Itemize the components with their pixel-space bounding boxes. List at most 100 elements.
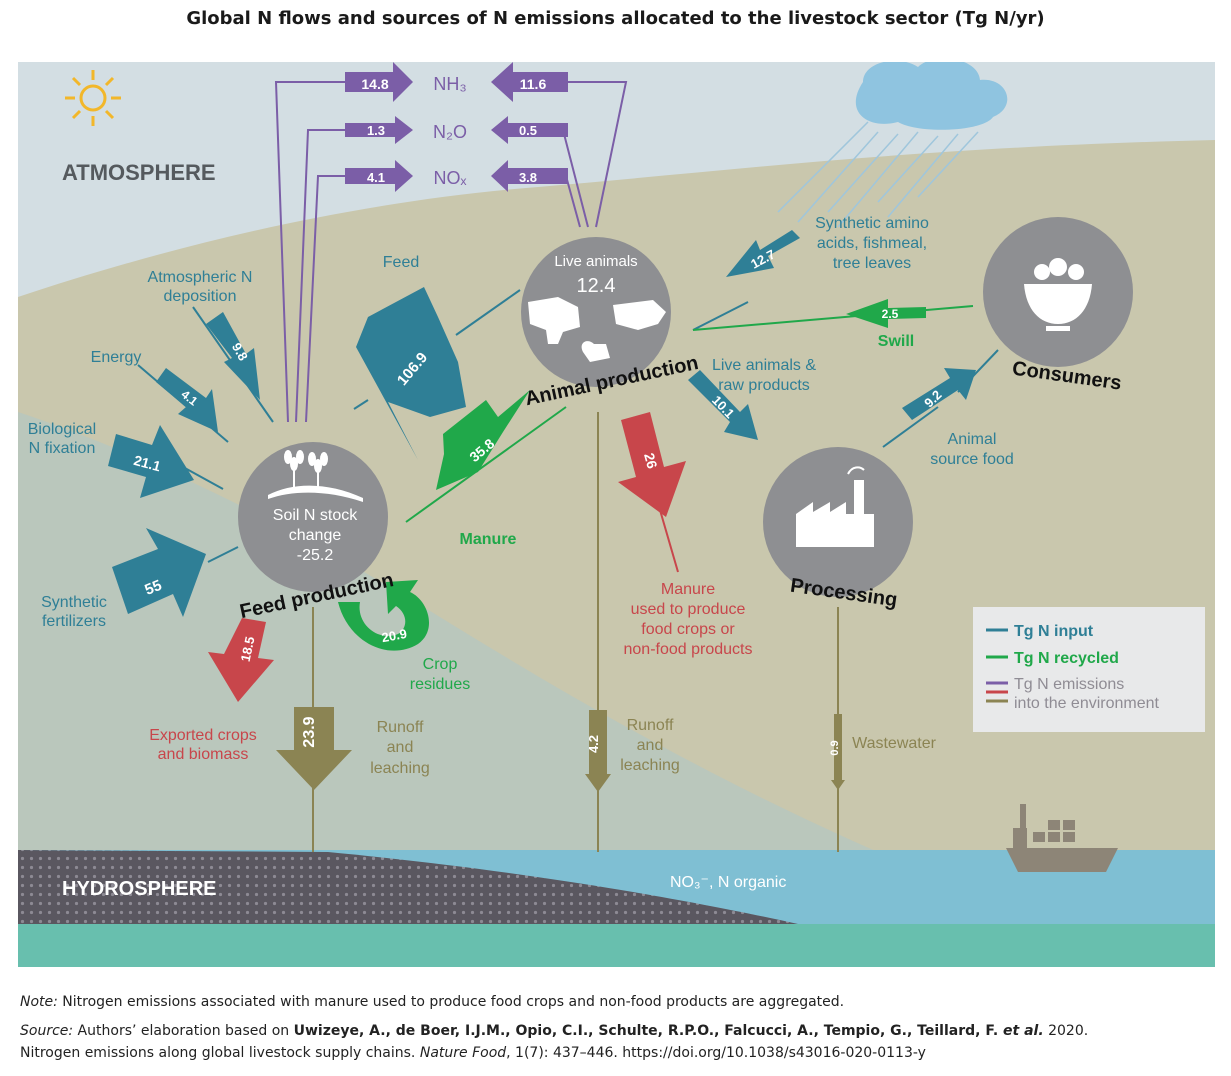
flow-value-animal-runoff: 4.2: [586, 735, 601, 753]
label-swill: Swill: [878, 333, 914, 350]
label-manure-used-4: non-food products: [624, 641, 753, 658]
label-crop-res-2: residues: [410, 676, 470, 693]
source-journal: Nature Food: [419, 1045, 507, 1061]
land-lower-slope: [18, 412, 878, 967]
flow-arrow-wastewater: 0.9: [829, 714, 845, 790]
livestock-icon: [528, 297, 666, 362]
label-manure-used-1: Manure: [661, 581, 715, 598]
flow-arrow-energy: 4.1: [156, 368, 218, 432]
source-authors: Uwizeye, A., de Boer, I.J.M., Opio, C.I.…: [293, 1023, 999, 1039]
flow-arrow-synth-fertilizers: 55: [112, 528, 206, 617]
label-energy: Energy: [91, 349, 142, 366]
sediment-layer: [18, 850, 798, 924]
legend-emissions-2: into the environment: [1014, 695, 1160, 712]
flow-arrow-atm-deposition: 9.8: [206, 312, 260, 400]
flow-arrow-feed-runoff: 23.9: [276, 707, 352, 790]
note-label: Note:: [20, 994, 58, 1010]
source-year: 2020.: [1043, 1023, 1089, 1039]
hydrosphere-label: HYDROSPHERE: [62, 878, 216, 900]
legend: Tg N input Tg N recycled Tg N emissions …: [973, 607, 1205, 732]
figure-title: Global N flows and sources of N emission…: [186, 8, 1045, 29]
wheat-icon: [268, 450, 363, 502]
water-compounds-label: NO₃⁻, N organic: [670, 874, 786, 891]
label-animal-runoff-3: leaching: [620, 757, 680, 774]
label-bio-fix-2: N fixation: [29, 440, 96, 457]
flow-arrow-exported: 18.5: [208, 618, 274, 702]
emission-arrow-animal-nh3: 11.6: [491, 62, 568, 102]
label-manure: Manure: [460, 531, 517, 548]
rain-cloud-icon: [777, 62, 1008, 228]
label-synth-amino-3: tree leaves: [833, 255, 911, 272]
source-line: Source: Authors’ elaboration based on Uw…: [20, 1020, 1210, 1064]
label-animal-runoff-1: Runoff: [627, 717, 674, 734]
node-processing: Processing: [763, 447, 913, 611]
label-asf-1: Animal: [948, 431, 997, 448]
label-animal-runoff-2: and: [637, 737, 664, 754]
emission-value-animal-nox: 3.8: [519, 170, 537, 185]
label-synth-fert-1: Synthetic: [41, 594, 107, 611]
live-animals-label: Live animals: [554, 253, 637, 270]
flow-arrow-crop-residues: 20.9: [338, 580, 430, 651]
emission-arrow-animal-n2o: 0.5: [491, 116, 568, 144]
label-wastewater: Wastewater: [852, 735, 937, 752]
legend-emissions-1: Tg N emissions: [1014, 676, 1124, 693]
soil-n-title-2: change: [289, 527, 342, 544]
emission-arrow-feed-nox: 4.1: [345, 160, 413, 192]
gas-label-n2o: N₂O: [433, 122, 467, 142]
label-feed-runoff-1: Runoff: [377, 719, 424, 736]
flow-value-feed-runoff: 23.9: [301, 716, 318, 747]
label-live-raw-2: raw products: [718, 377, 810, 394]
legend-input: Tg N input: [1014, 623, 1094, 640]
flow-arrow-animal-runoff: 4.2: [585, 710, 611, 792]
label-exported-2: and biomass: [158, 746, 249, 763]
flow-value-manure-used: 26: [641, 451, 661, 470]
emission-value-animal-n2o: 0.5: [519, 123, 537, 138]
flow-arrow-manure-used: 26: [618, 412, 686, 517]
flow-value-exported: 18.5: [238, 635, 258, 663]
label-synth-amino-1: Synthetic amino: [815, 215, 929, 232]
emission-value-animal-nh3: 11.6: [520, 76, 547, 92]
source-label: Source:: [20, 1023, 74, 1039]
label-manure-used-2: used to produce: [631, 601, 746, 618]
emission-value-feed-nox: 4.1: [367, 170, 385, 185]
label-bio-fix-1: Biological: [28, 421, 96, 438]
ship-icon: [1006, 804, 1118, 872]
live-animals-value: 12.4: [577, 275, 616, 297]
gas-label-nox: NOₓ: [434, 168, 467, 188]
flow-arrow-bio-fixation: 21.1: [108, 425, 194, 498]
flow-arrow-swill: 2.5: [846, 299, 926, 328]
groundwater-layer: [18, 924, 1215, 967]
emission-value-feed-nh3: 14.8: [361, 76, 388, 92]
legend-recycled: Tg N recycled: [1014, 650, 1119, 667]
flow-value-wastewater: 0.9: [829, 740, 841, 755]
atmosphere-label: ATMOSPHERE: [62, 160, 216, 185]
label-manure-used-3: food crops or: [641, 621, 735, 638]
label-synth-amino-2: acids, fishmeal,: [817, 235, 927, 252]
label-feed-runoff-3: leaching: [370, 760, 430, 777]
note-text: Nitrogen emissions associated with manur…: [57, 994, 845, 1010]
label-asf-2: source food: [930, 451, 1014, 468]
label-feed: Feed: [383, 254, 419, 271]
flow-value-bio-fixation: 21.1: [132, 452, 163, 475]
flow-arrow-feed: 106.9: [356, 287, 466, 460]
emission-value-feed-n2o: 1.3: [367, 123, 385, 138]
factory-icon: [796, 466, 874, 547]
flow-arrow-synth-amino: 12.7: [726, 230, 800, 277]
emission-arrow-feed-nh3: 14.8: [345, 62, 413, 102]
sun-icon: [65, 70, 121, 126]
flow-value-swill: 2.5: [882, 307, 899, 321]
label-synth-fert-2: fertilizers: [42, 613, 106, 630]
emission-arrow-animal-nox: 3.8: [491, 160, 568, 192]
label-atm-dep-1: Atmospheric N: [148, 269, 253, 286]
source-line2b: , 1(7): 437–446. https://doi.org/10.1038…: [506, 1045, 926, 1061]
source-etal: et al.: [998, 1023, 1044, 1039]
soil-n-title: Soil N stock: [273, 507, 358, 524]
emission-arrow-feed-n2o: 1.3: [345, 116, 413, 144]
gas-label-nh3: NH₃: [433, 74, 466, 94]
nitrogen-flow-diagram: ATMOSPHERE HYDROSPHERE NO₃⁻, N organic 1…: [18, 62, 1215, 967]
source-line2: Nitrogen emissions along global livestoc…: [20, 1045, 420, 1061]
label-feed-runoff-2: and: [387, 739, 414, 756]
label-live-raw-1: Live animals &: [712, 357, 816, 374]
label-atm-dep-2: deposition: [164, 288, 237, 305]
label-crop-res-1: Crop: [423, 656, 458, 673]
